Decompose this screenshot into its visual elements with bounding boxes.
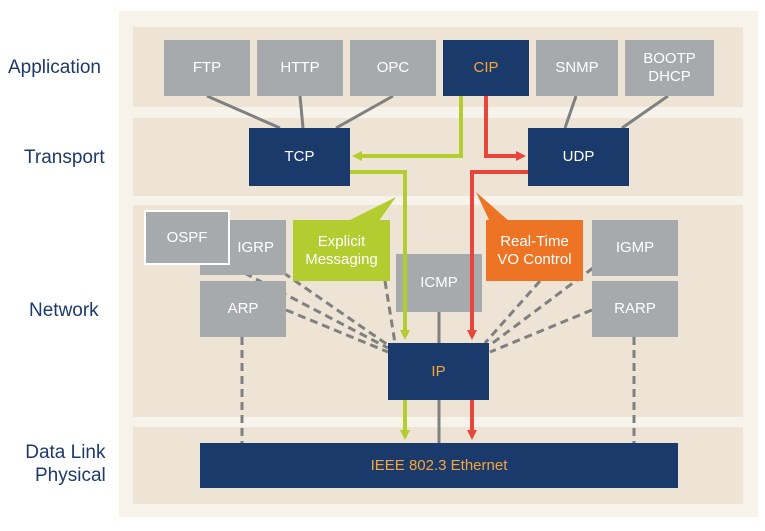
bootp-dhcp-box: BOOTP DHCP: [625, 40, 714, 96]
dhcp-label: DHCP: [648, 68, 691, 85]
udp-box: UDP: [528, 128, 629, 186]
layer-label-application: Application: [8, 57, 101, 78]
realtime-ip-connector: [483, 280, 542, 344]
ftp-tcp-connector: [206, 94, 281, 130]
layer-label-network: Network: [29, 300, 99, 321]
realtime-label-line2: VO Control: [497, 250, 572, 268]
ftp-box: FTP: [164, 40, 250, 96]
layer-label-datalink: Data Link Physical: [25, 441, 106, 487]
layer-label-datalink-line2: Physical: [35, 465, 106, 486]
igmp-ip-connector: [489, 266, 594, 347]
opc-box: OPC: [350, 40, 436, 96]
cip-box: CIP: [443, 40, 529, 96]
tcp-box: TCP: [249, 128, 350, 186]
rarp-box: RARP: [592, 281, 678, 337]
realtime-io-callout: Real-Time VO Control: [486, 220, 583, 281]
explicit-label-line1: Explicit: [317, 232, 366, 250]
http-box: HTTP: [257, 40, 343, 96]
ip-box: IP: [388, 343, 489, 400]
realtime-label-line1: Real-Time: [500, 232, 569, 250]
icmp-box: ICMP: [396, 254, 482, 312]
solid-gray-connectors: [206, 94, 669, 443]
explicit-ip-connector: [383, 280, 397, 344]
tcp-to-ip-arrow: [350, 170, 410, 340]
layer-label-datalink-line1: Data Link: [25, 442, 106, 463]
explicit-messaging-callout: Explicit Messaging: [293, 220, 390, 281]
snmp-box: SNMP: [536, 40, 618, 96]
ospf-box: OSPF: [144, 210, 230, 265]
arp-box: ARP: [200, 281, 286, 337]
cip-to-udp-arrow: [484, 96, 526, 161]
explicit-callout-pointer: [346, 197, 396, 222]
http-tcp-connector: [298, 95, 305, 129]
ethernet-box: IEEE 802.3 Ethernet: [200, 443, 678, 488]
snmp-udp-connector: [563, 95, 578, 129]
bootp-udp-connector: [621, 94, 669, 130]
rarp-ip-connector: [489, 308, 593, 354]
layer-label-transport: Transport: [24, 147, 105, 168]
igmp-box: IGMP: [592, 220, 678, 276]
opc-tcp-connector: [335, 94, 394, 130]
udp-to-ip-arrow: [467, 170, 528, 340]
realtime-callout-pointer: [476, 192, 510, 222]
arp-ip-connector: [285, 308, 389, 354]
explicit-label-line2: Messaging: [305, 250, 378, 268]
bootp-label: BOOTP: [643, 50, 696, 67]
cip-to-tcp-arrow: [352, 96, 463, 161]
